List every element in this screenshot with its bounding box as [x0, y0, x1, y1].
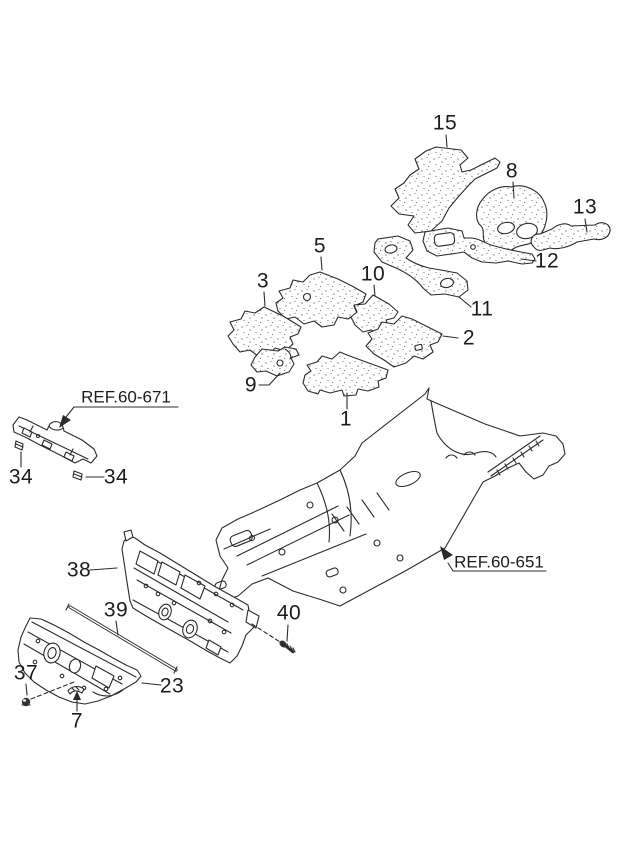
callout-7: 7 — [70, 709, 84, 733]
callout-3: 3 — [256, 269, 270, 293]
part-13-pad — [530, 222, 611, 251]
callout-8: 8 — [505, 159, 519, 183]
ref-60-671-pointer — [59, 406, 179, 428]
callout-1: 1 — [339, 407, 353, 431]
callout-37: 37 — [13, 661, 39, 685]
floor-panel-ref-60-651 — [214, 387, 566, 607]
dash-panel-38 — [121, 529, 260, 664]
callout-11: 11 — [470, 297, 494, 321]
clip-34-left — [14, 440, 24, 451]
callout-2: 2 — [462, 326, 476, 350]
bolt-40 — [279, 640, 296, 654]
clip-7 — [67, 686, 85, 695]
clip-34-right — [72, 470, 83, 481]
callout-15: 15 — [432, 111, 458, 135]
part-2-pad — [365, 315, 443, 368]
part-1-pad — [302, 351, 389, 397]
ref-label-60-651: REF.60-651 — [454, 552, 544, 572]
part-12-pad — [422, 227, 536, 265]
callout-12: 12 — [534, 249, 560, 273]
callout-23: 23 — [159, 674, 185, 698]
part-15-pad — [390, 146, 501, 234]
ref-label-60-671: REF.60-671 — [81, 387, 171, 407]
callout-9: 9 — [244, 373, 258, 397]
part-9-pad — [250, 346, 300, 377]
callout-5: 5 — [313, 234, 327, 258]
part-3-pad — [227, 306, 302, 357]
weatherstrip-39 — [65, 603, 178, 674]
nut-37 — [21, 697, 31, 707]
insulator-pad-23 — [17, 617, 142, 705]
part-11-pad — [373, 235, 469, 298]
ref-60-651-pointer — [440, 546, 547, 572]
callout-39: 39 — [103, 598, 129, 622]
callout-13: 13 — [572, 195, 598, 219]
callout-38: 38 — [66, 558, 92, 582]
leader-lines — [20, 134, 588, 712]
callout-34-left: 34 — [8, 465, 34, 489]
callout-40: 40 — [276, 601, 302, 625]
callout-34-right: 34 — [103, 465, 129, 489]
part-34-bracket — [12, 416, 98, 464]
part-5-pad — [275, 271, 367, 328]
part-8-pad — [476, 185, 548, 253]
callout-10: 10 — [360, 262, 386, 286]
